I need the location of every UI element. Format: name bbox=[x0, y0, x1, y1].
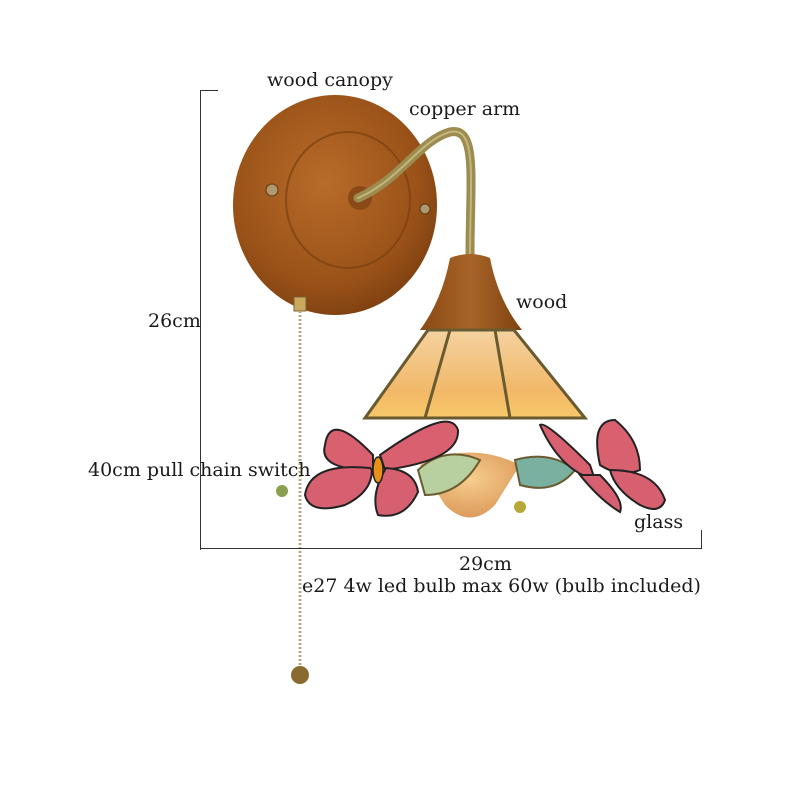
wood-canopy-label: wood canopy bbox=[267, 69, 393, 91]
pull-chain-ball bbox=[291, 666, 309, 684]
glass-label: glass bbox=[634, 511, 684, 533]
wood-canopy bbox=[233, 95, 437, 315]
width-dimension-tick-right bbox=[701, 530, 702, 548]
width-label: 29cm bbox=[459, 553, 512, 575]
height-dimension-tick-top bbox=[200, 90, 218, 91]
glass-shade bbox=[276, 328, 589, 518]
wood-label: wood bbox=[516, 291, 568, 313]
width-dimension-line bbox=[200, 548, 702, 549]
bulb-spec-label: e27 4w led bulb max 60w (bulb included) bbox=[302, 575, 701, 597]
copper-arm-label: copper arm bbox=[409, 98, 521, 120]
butterfly-left bbox=[303, 420, 460, 517]
pull-chain-label: 40cm pull chain switch bbox=[88, 459, 311, 481]
height-label: 26cm bbox=[148, 310, 201, 332]
butterfly-right bbox=[538, 418, 667, 514]
wood-cap bbox=[420, 254, 522, 330]
height-dimension-line bbox=[200, 90, 201, 550]
